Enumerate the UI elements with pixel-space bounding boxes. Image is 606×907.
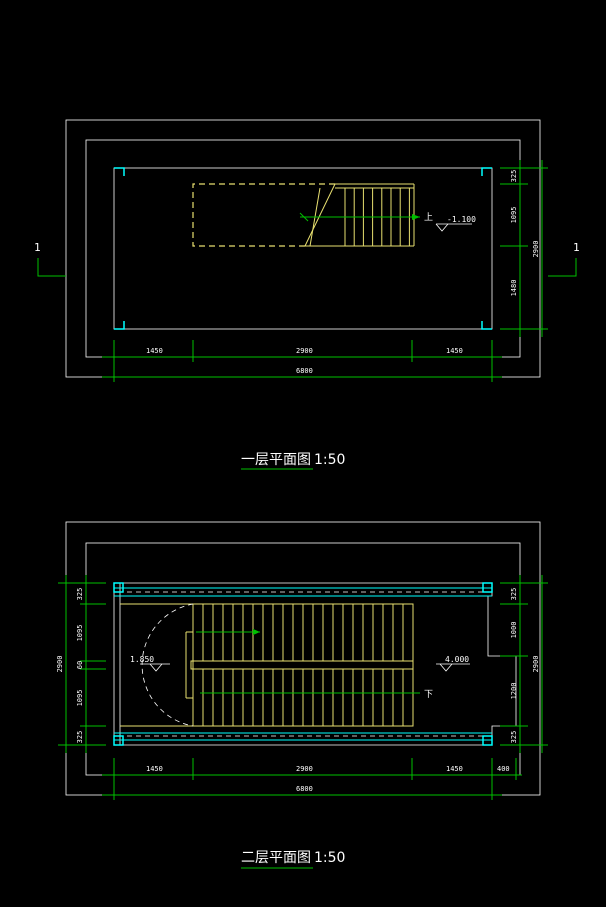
- middle-boundary: [85, 139, 521, 358]
- dim-bottom-1: 1450: [146, 347, 163, 355]
- landing-arc: [141, 603, 194, 727]
- dim-right-total: 2900: [532, 241, 540, 258]
- stair-arrows: [196, 629, 420, 694]
- level-mark-left: [140, 663, 170, 672]
- section-label-left: 1: [34, 241, 41, 254]
- plan-1: 上 -1.100 1 1 1450 2900 1450 6800: [34, 119, 580, 470]
- plan-2-title: 二层平面图: [241, 850, 311, 866]
- dim2-left-2: 1095: [76, 625, 84, 642]
- section-label-right: 1: [573, 241, 580, 254]
- dim2-total: 6800: [296, 785, 313, 793]
- dim2-right-1: 325: [510, 588, 518, 601]
- outer-boundary: [65, 119, 541, 378]
- down-label: 下: [424, 690, 433, 700]
- balustrade-top: [114, 587, 492, 597]
- columns: [114, 167, 492, 330]
- level-mark-right: [436, 663, 470, 672]
- level-mark: [435, 223, 472, 232]
- section-mark-right: [548, 258, 577, 277]
- room-outline: [113, 167, 493, 330]
- dim2-right-4: 325: [510, 731, 518, 744]
- plan-2-scale: 1:50: [314, 850, 345, 866]
- dim2-left-1: 325: [76, 588, 84, 601]
- up-label: 上: [424, 212, 433, 223]
- dim-right-3: 1480: [510, 280, 518, 297]
- plan-1-scale: 1:50: [314, 452, 345, 468]
- dim2-right-total: 2900: [532, 656, 540, 673]
- dim2-left-3: 60: [76, 661, 84, 669]
- dim2-left-5: 325: [76, 731, 84, 744]
- dim-bottom-3: 1450: [446, 347, 463, 355]
- dim2-bottom-1: 1450: [146, 765, 163, 773]
- dim2-right-3: 1200: [510, 683, 518, 700]
- dim2-bottom-2: 2900: [296, 765, 313, 773]
- dim2-bottom-4: 400: [497, 765, 510, 773]
- dimension-right-2: [500, 575, 548, 753]
- columns-2: [113, 582, 493, 746]
- dim2-bottom-3: 1450: [446, 765, 463, 773]
- dim-total: 6800: [296, 367, 313, 375]
- stair-flight: [304, 183, 415, 247]
- plan-1-title: 一层平面图: [241, 452, 311, 468]
- dimension-bottom: [102, 340, 502, 382]
- dim2-left-total: 2900: [56, 656, 64, 673]
- balustrade-bottom: [114, 732, 492, 741]
- dashed-opening: [192, 183, 335, 247]
- level-right-label: 4.000: [445, 655, 469, 664]
- up-arrow: [299, 212, 420, 222]
- section-mark-left: [37, 258, 66, 277]
- dim2-right-2: 1000: [510, 622, 518, 639]
- level-left-label: 1.850: [130, 655, 154, 664]
- dim-right-1: 325: [510, 170, 518, 183]
- stair-flights-2: [120, 603, 414, 727]
- dim-right-2: 1095: [510, 207, 518, 224]
- dim2-left-4: 1095: [76, 690, 84, 707]
- plan-2: 下 1.850 4.000 1450 2900 1450 400 6800: [56, 521, 548, 869]
- dim-bottom-2: 2900: [296, 347, 313, 355]
- dimension-left-2: [58, 575, 106, 753]
- dimension-bottom-2: [102, 758, 522, 800]
- level-label: -1.100: [447, 215, 476, 224]
- dimension-right: [500, 160, 548, 337]
